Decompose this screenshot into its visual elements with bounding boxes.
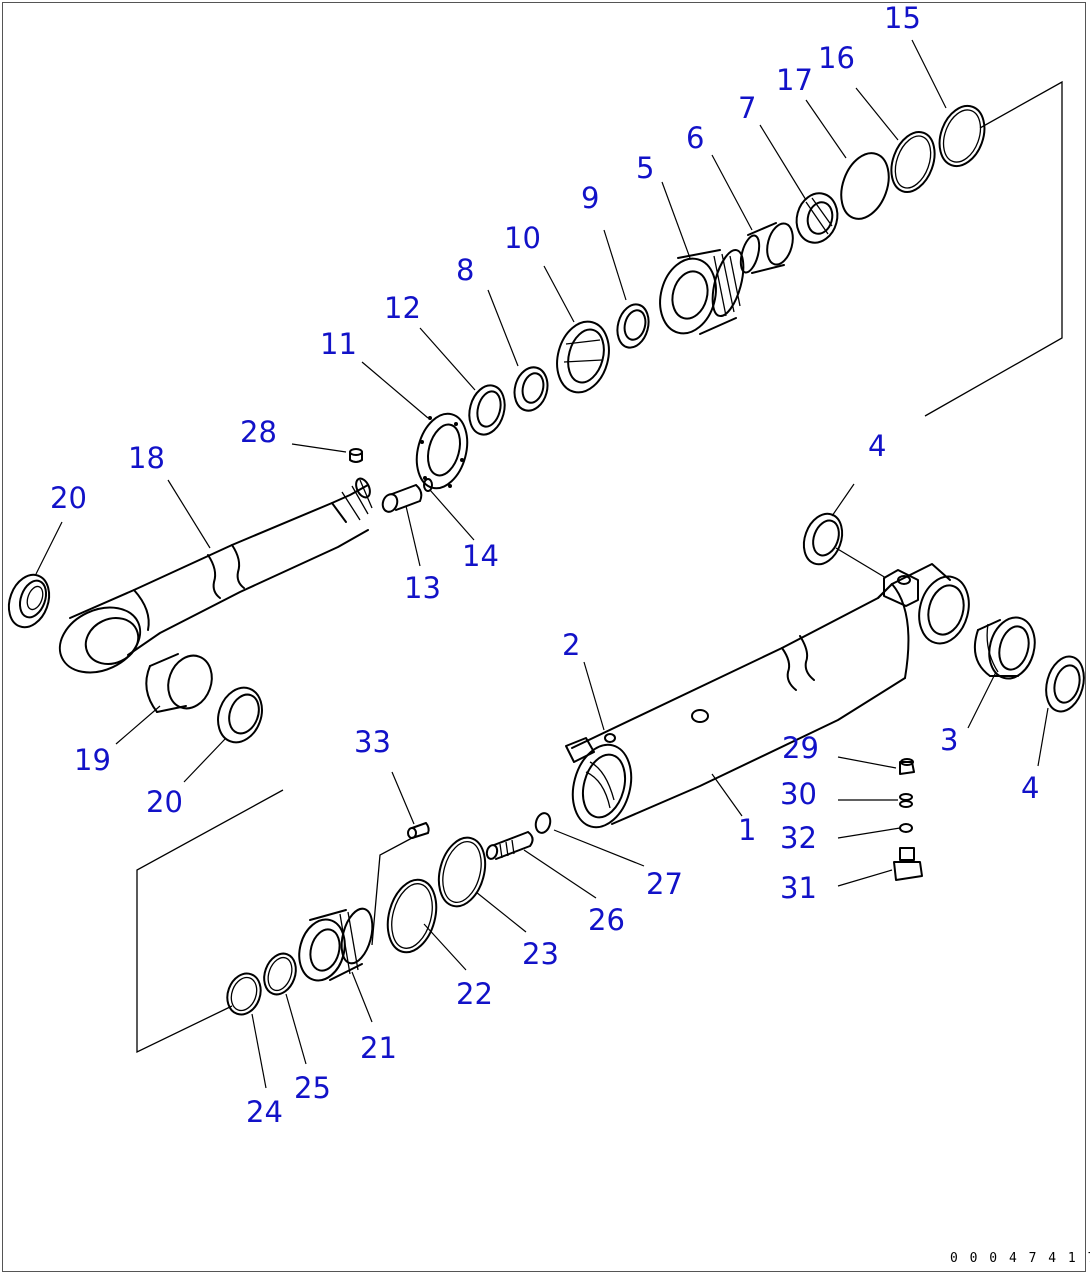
callout-20-left: 20 bbox=[50, 481, 87, 515]
callout-labels: 1 2 3 4 4 5 6 7 8 9 10 11 12 13 14 15 16… bbox=[50, 1, 1039, 1129]
callout-17: 17 bbox=[776, 63, 813, 97]
part-24-ring bbox=[226, 972, 262, 1016]
callout-32: 32 bbox=[780, 821, 817, 855]
part-19-bushing bbox=[145, 653, 213, 713]
part-28-pin bbox=[349, 448, 363, 463]
callout-1: 1 bbox=[738, 813, 756, 847]
part-18-piston-rod bbox=[58, 477, 373, 674]
callout-21: 21 bbox=[360, 1031, 397, 1065]
part-30-spring bbox=[899, 793, 913, 808]
part-9-ring bbox=[616, 303, 650, 349]
callout-15: 15 bbox=[884, 1, 921, 35]
callout-7: 7 bbox=[738, 91, 756, 125]
callout-24: 24 bbox=[246, 1095, 283, 1129]
callout-20-lower: 20 bbox=[146, 785, 183, 819]
callout-9: 9 bbox=[581, 181, 599, 215]
drawing-code: 0 0 0 4 7 4 1 7 bbox=[950, 1251, 1090, 1266]
part-12-ring bbox=[468, 384, 506, 436]
callout-29: 29 bbox=[782, 731, 819, 765]
part-10-seal bbox=[556, 320, 610, 394]
callout-23: 23 bbox=[522, 937, 559, 971]
leader-lines bbox=[35, 39, 1049, 1089]
assembly-link-4-1 bbox=[835, 547, 887, 579]
part-1-cylinder-tube bbox=[565, 563, 970, 829]
part-26-pin bbox=[485, 831, 534, 860]
part-32-o-ring bbox=[899, 823, 913, 833]
part-29-fitting bbox=[899, 758, 915, 775]
part-5-cylinder-head bbox=[659, 248, 745, 335]
part-23-ring bbox=[437, 836, 487, 908]
part-14-washer bbox=[423, 478, 433, 492]
part-8-ring bbox=[513, 366, 549, 412]
callout-5: 5 bbox=[636, 151, 654, 185]
part-11-flange bbox=[415, 412, 469, 490]
part-3-bushing bbox=[974, 616, 1036, 680]
callout-4-upper: 4 bbox=[868, 429, 886, 463]
callout-18: 18 bbox=[128, 441, 165, 475]
callout-25: 25 bbox=[294, 1071, 331, 1105]
part-6-bushing bbox=[739, 222, 794, 274]
callout-11: 11 bbox=[320, 327, 357, 361]
part-25-ring bbox=[263, 952, 297, 996]
callout-22: 22 bbox=[456, 977, 493, 1011]
callout-6: 6 bbox=[686, 121, 704, 155]
part-22-ring bbox=[386, 878, 438, 954]
callout-8: 8 bbox=[456, 253, 474, 287]
callout-10: 10 bbox=[504, 221, 541, 255]
part-4-seal-lower bbox=[1045, 655, 1085, 713]
callout-2: 2 bbox=[562, 628, 580, 662]
part-4-seal-upper bbox=[802, 512, 844, 566]
callout-31: 31 bbox=[780, 871, 817, 905]
callout-13: 13 bbox=[404, 571, 441, 605]
part-2-grease-fitting bbox=[604, 733, 616, 743]
assembly-link-21-33 bbox=[371, 837, 413, 946]
part-7-nut bbox=[795, 192, 839, 244]
callout-28: 28 bbox=[240, 415, 277, 449]
callout-27: 27 bbox=[646, 867, 683, 901]
part-16-ring bbox=[890, 131, 936, 193]
callout-19: 19 bbox=[74, 743, 111, 777]
part-20-dust-seal-upper bbox=[7, 573, 51, 629]
callout-14: 14 bbox=[462, 539, 499, 573]
assembly-bracket-upper bbox=[924, 80, 1063, 417]
callout-30: 30 bbox=[780, 777, 817, 811]
part-15-ring bbox=[938, 104, 986, 168]
callout-12: 12 bbox=[384, 291, 421, 325]
part-33-pin bbox=[407, 822, 430, 839]
callout-4-lower: 4 bbox=[1021, 771, 1039, 805]
callout-26: 26 bbox=[588, 903, 625, 937]
callout-16: 16 bbox=[818, 41, 855, 75]
part-21-piston bbox=[298, 907, 374, 982]
part-13-bolt bbox=[381, 484, 423, 513]
part-20-dust-seal-lower bbox=[217, 686, 263, 744]
part-27-snap-ring bbox=[534, 812, 552, 834]
callout-3: 3 bbox=[940, 723, 958, 757]
assembly-bracket-lower bbox=[136, 789, 284, 1054]
part-31-plug bbox=[893, 847, 923, 881]
callout-33: 33 bbox=[354, 725, 391, 759]
part-17-ring bbox=[840, 152, 890, 220]
